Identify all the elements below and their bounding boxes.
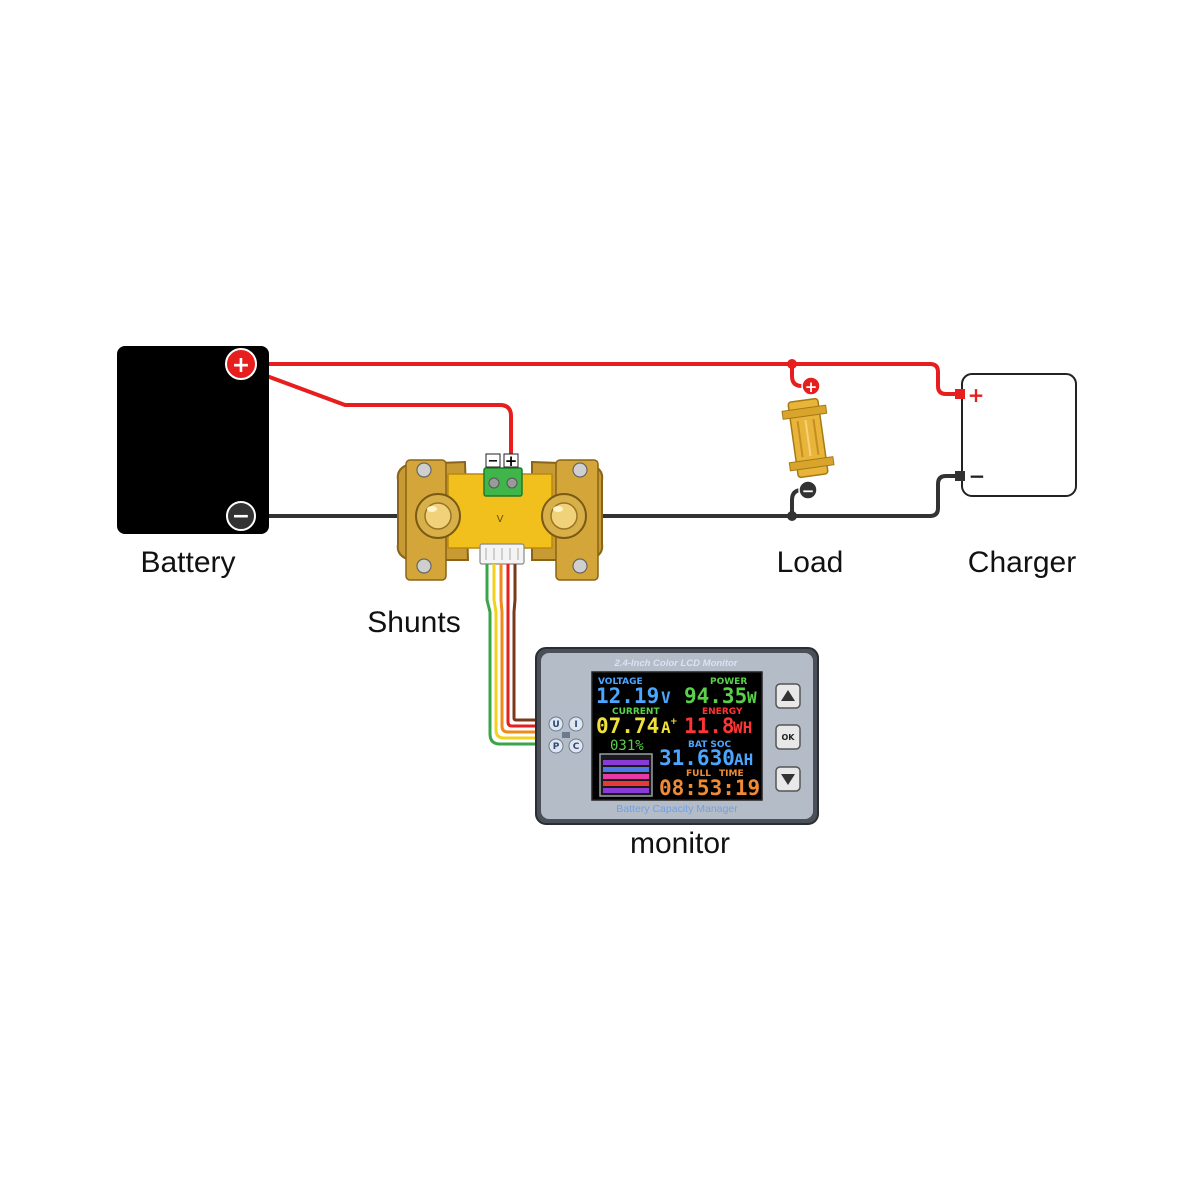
monitor-bezel-bottom: Battery Capacity Manager [616,803,738,815]
svg-text:−: − [232,504,250,529]
voltage-value: 12.19 [596,684,659,708]
ok-button[interactable]: OK [775,724,801,750]
svg-text:C: C [573,742,580,752]
negative-wire-load [590,474,958,518]
shunt-arrow-mark: V [497,514,504,525]
time-value: 08:53:19 [659,776,760,800]
monitor: 2.4-Inch Color LCD Monitor Battery Capac… [535,647,819,860]
connector-pins [485,548,519,560]
shunt-bolt-right [541,493,587,539]
positive-wire-sense [255,370,513,462]
svg-text:I: I [574,720,577,730]
energy-value: 11.8 [684,714,735,738]
triangle-up-icon [781,690,795,701]
mode-button-c[interactable]: C [568,738,584,754]
load-resistor [781,397,835,479]
current-unit: A [661,718,671,737]
soc-percent: 031% [610,738,644,754]
load-positive-terminal: + [801,376,821,396]
mode-button-u[interactable]: U [548,716,564,732]
shunts-label: Shunts [367,606,460,639]
screw-icon [416,558,432,574]
voltage-label: VOLTAGE [598,677,643,687]
energy-unit: WH [733,718,752,737]
triangle-down-icon [781,774,795,785]
capacity-value: 31.630 [659,746,735,770]
charger-label: Charger [968,546,1076,579]
charger-positive-pin [955,389,965,399]
mode-buttons: U I P C [548,716,584,754]
svg-text:+: + [505,452,518,470]
wiring [255,359,958,521]
svg-text:−: − [488,454,499,469]
mode-center-mark [562,732,570,738]
current-label: CURRENT [612,707,660,717]
bat-soc-label: BAT SOC [688,740,732,750]
battery-negative-terminal: − [226,501,256,531]
mode-button-i[interactable]: I [568,716,584,732]
full-label: FULL [686,769,711,779]
load: + − Load [777,376,844,579]
battery-label: Battery [140,546,235,579]
energy-label: ENERGY [702,707,743,717]
battery: + − Battery [117,346,269,579]
load-label: Load [777,546,844,579]
screw-icon [572,462,588,478]
current-value: 07.74 [596,714,659,738]
monitor-label: monitor [630,827,730,860]
mode-button-p[interactable]: P [548,738,564,754]
power-unit: W [747,688,757,707]
charger-negative-pin [955,471,965,481]
svg-text:U: U [552,720,559,730]
svg-text:P: P [553,742,560,752]
svg-text:OK: OK [782,733,796,742]
shunt-bolt-left [415,493,461,539]
svg-text:+: + [232,353,250,378]
monitor-bezel-title: 2.4-Inch Color LCD Monitor [614,658,739,669]
current-sign: + [670,717,678,727]
down-button[interactable] [775,766,801,792]
capacity-unit: AH [734,750,753,769]
power-value: 94.35 [684,684,747,708]
lcd-screen: VOLTAGE 12.19 V POWER 94.35 W CURRENT 07… [591,671,763,801]
shunt-sense-terminal: − + [483,452,523,497]
load-negative-terminal: − [798,480,818,500]
negative-junction [787,511,797,521]
charger-body [961,373,1077,497]
battery-body [117,346,269,534]
charger: + − Charger [955,373,1077,579]
screw-icon [416,462,432,478]
svg-text:−: − [802,482,815,500]
positive-junction [787,359,797,369]
battery-level-icon [599,753,653,797]
signal-cable [485,564,538,746]
voltage-unit: V [661,688,671,707]
shunt: − + V Shunts [367,452,604,639]
svg-text:+: + [805,378,818,396]
power-label: POWER [710,677,747,687]
screw-icon [572,558,588,574]
up-button[interactable] [775,683,801,709]
charger-positive-mark: + [968,383,985,407]
positive-wire-main [256,362,958,396]
charger-negative-mark: − [969,464,986,488]
battery-positive-terminal: + [225,348,257,380]
time-label: TIME [719,769,744,779]
